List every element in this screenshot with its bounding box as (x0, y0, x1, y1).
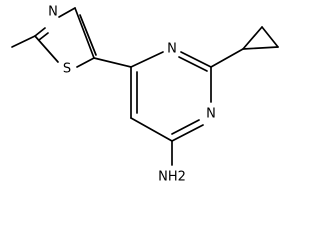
bond-c2-n3-b (38, 32, 49, 41)
bond-n1-c2-b (178, 56, 208, 72)
bond-n3-c4-b (171, 119, 200, 135)
bond-linker (93, 57, 132, 68)
bond-c4-c5 (130, 117, 173, 142)
bond-c2-n3-a (34, 27, 46, 37)
bond-cyclopropyl-b (261, 26, 279, 48)
chemical-structure: N S N N NH2 (11, 5, 279, 185)
bond-n3-c4 (58, 7, 76, 18)
bond-cyclopropyl-c (242, 46, 279, 50)
bond-c6-n1 (130, 51, 164, 68)
bond-s1-c2 (34, 35, 59, 63)
bond-c4-c5-b (79, 14, 97, 56)
bond-cyclopropyl-a (242, 26, 263, 50)
atom-label-pyrimidine-n1: N (167, 42, 177, 57)
bond-methyl (11, 35, 36, 48)
atom-label-pyrimidine-n3: N (206, 107, 216, 122)
atom-label-thiazole-s: S (63, 62, 71, 77)
atom-label-amine: NH2 (158, 170, 186, 185)
bond-cyclopropyl-link (210, 48, 244, 68)
bond-n3-c4-a (171, 124, 204, 142)
atom-label-thiazole-n: N (48, 5, 58, 20)
bond-c5-s1 (76, 57, 95, 68)
bond-c4-c5-a (74, 7, 95, 59)
bond-n1-c2-a (180, 51, 212, 68)
